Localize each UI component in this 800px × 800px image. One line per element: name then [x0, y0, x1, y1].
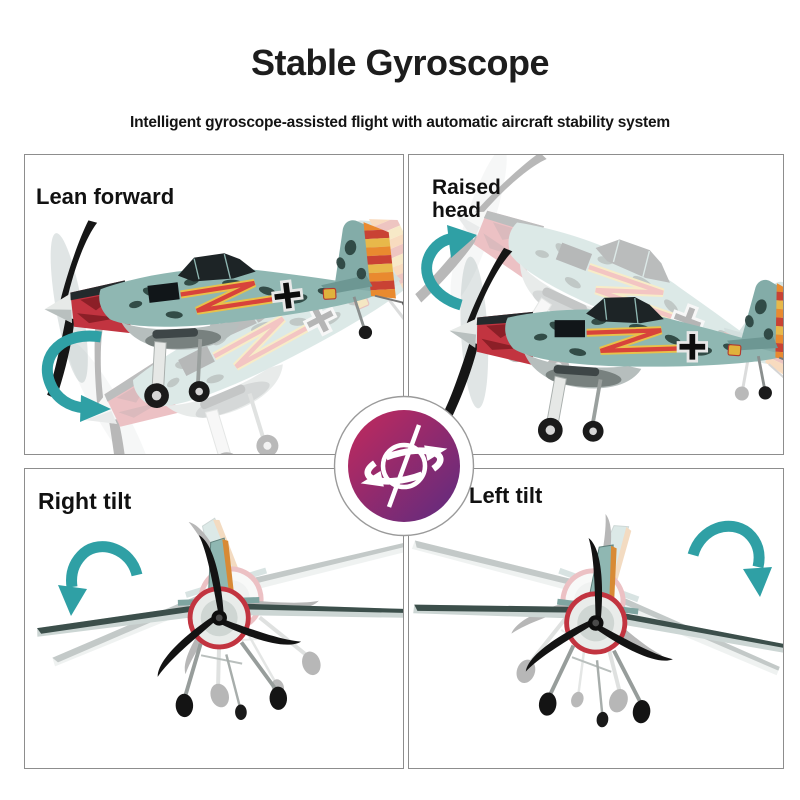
page-subtitle: Intelligent gyroscope-assisted flight wi… [130, 114, 670, 131]
roll-left-arrow-icon [58, 541, 143, 616]
panel-label-raised-head: Raised head [432, 176, 501, 222]
roll-right-arrow-icon [687, 520, 772, 597]
panel-label-right-tilt: Right tilt [38, 488, 132, 514]
airplane-front-view-right-tilt [25, 469, 403, 768]
airplane-side-view-raised-head [409, 155, 783, 454]
panel-raised-head: Raised head [408, 154, 784, 455]
page-title: Stable Gyroscope [250, 42, 550, 83]
panel-label-left-tilt: Left tilt [469, 483, 543, 508]
airplane-side-view-lean-forward [25, 155, 403, 454]
airplane-front-view-left-tilt [409, 469, 783, 768]
pitch-down-arrow-icon [41, 330, 111, 422]
panel-lean-forward: Lean forward [24, 154, 404, 455]
gyroscope-icon [333, 395, 475, 537]
pitch-up-arrow-icon [421, 225, 477, 311]
panel-label-lean-forward: Lean forward [36, 184, 175, 209]
panel-left-tilt: Left tilt [408, 468, 784, 769]
panel-right-tilt: Right tilt [24, 468, 404, 769]
airplane-solid [409, 518, 783, 748]
